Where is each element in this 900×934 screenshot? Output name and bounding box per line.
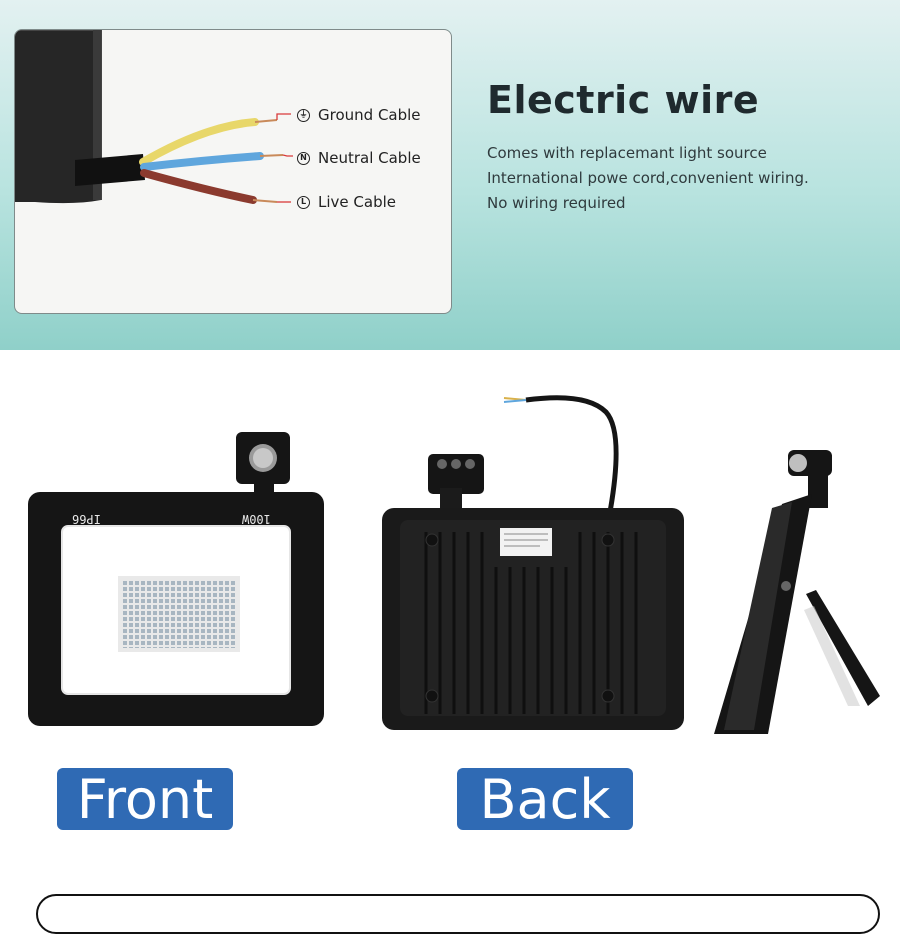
description-line: International powe cord,convenient wirin… xyxy=(487,169,809,187)
floodlight-back-image xyxy=(382,395,684,730)
live-symbol-icon: L xyxy=(297,195,310,209)
ground-symbol-icon: ⏚ xyxy=(297,108,310,122)
wire-photo-illustration xyxy=(15,30,293,204)
wire-diagram-card: ⏚ Ground Cable N Neutral Cable L Live Ca… xyxy=(14,29,452,314)
cable-label: Ground Cable xyxy=(318,106,421,124)
description-line: Comes with replacemant light source xyxy=(487,144,767,162)
cable-row-neutral: N Neutral Cable xyxy=(297,146,421,170)
cable-label: Live Cable xyxy=(318,193,396,211)
back-view-label: Back xyxy=(479,767,611,831)
cable-row-live: L Live Cable xyxy=(297,190,396,214)
front-view-tag: Front xyxy=(57,767,233,831)
wattage-text: 100W xyxy=(242,512,271,526)
section-title: Electric wire xyxy=(487,78,760,122)
floodlight-front-image xyxy=(28,432,324,726)
next-section-frame xyxy=(36,894,880,934)
cable-row-ground: ⏚ Ground Cable xyxy=(297,103,421,127)
front-view-label: Front xyxy=(76,767,214,831)
floodlight-side-image xyxy=(714,450,880,734)
cable-label: Neutral Cable xyxy=(318,149,421,167)
back-view-tag: Back xyxy=(457,767,633,831)
neutral-symbol-icon: N xyxy=(297,151,310,165)
ip-rating-text: IP66 xyxy=(72,512,101,526)
description-line: No wiring required xyxy=(487,194,626,212)
